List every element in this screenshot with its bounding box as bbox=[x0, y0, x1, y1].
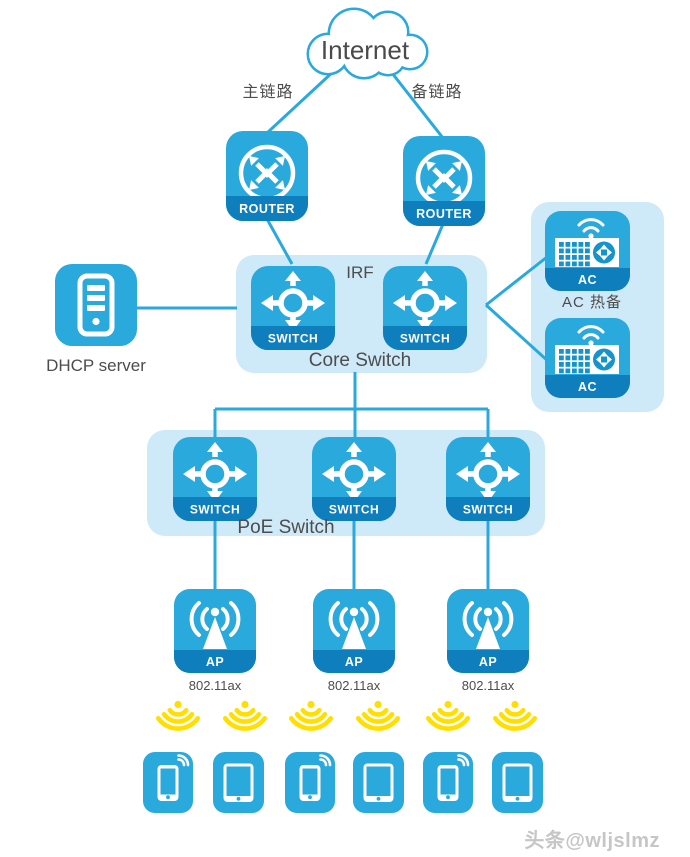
poe-switch-title: PoE Switch bbox=[237, 517, 335, 538]
ap-icon: AP bbox=[174, 589, 256, 673]
wifi-signal-icon bbox=[156, 700, 200, 734]
wifi-standard-label-1: 802.11ax bbox=[188, 678, 242, 693]
link-router1-coreswitch1 bbox=[265, 218, 294, 265]
ac-label: AC bbox=[578, 380, 597, 394]
ap-label: AP bbox=[206, 655, 224, 669]
ap-label: AP bbox=[479, 655, 497, 669]
client-phone-3 bbox=[423, 752, 473, 813]
cloud-icon: Internet bbox=[306, 7, 429, 80]
wifi-standard-label-2: 802.11ax bbox=[327, 678, 381, 693]
core-switch-title: Core Switch bbox=[308, 350, 412, 371]
ap-icon: AP bbox=[313, 589, 395, 673]
ac-icon: AC bbox=[545, 318, 630, 398]
link-router2-coreswitch2 bbox=[424, 223, 445, 265]
dhcp-server-label: DHCP server bbox=[46, 356, 146, 375]
access-point-1: AP bbox=[174, 589, 256, 673]
backup-link-label: 备链路 bbox=[411, 84, 463, 101]
switch-icon: SWITCH bbox=[173, 437, 257, 521]
client-phone-2 bbox=[285, 752, 335, 813]
ac-label: AC bbox=[578, 273, 597, 287]
tablet-icon bbox=[213, 752, 264, 813]
switch-label: SWITCH bbox=[329, 503, 379, 517]
access-point-3: AP bbox=[447, 589, 529, 673]
switch-icon: SWITCH bbox=[383, 266, 467, 350]
tablet-icon bbox=[492, 752, 543, 813]
wifi-signal-icon bbox=[493, 700, 537, 734]
core-switch-2: SWITCH bbox=[383, 266, 467, 350]
switch-label: SWITCH bbox=[463, 503, 513, 517]
switch-label: SWITCH bbox=[190, 503, 240, 517]
internet-label: Internet bbox=[321, 35, 410, 65]
wifi-signal-icon bbox=[426, 700, 470, 734]
link-internet-router-primary bbox=[265, 68, 337, 135]
link-core-ac2 bbox=[484, 303, 551, 364]
dhcp-server bbox=[55, 264, 137, 346]
link-internet-router-backup bbox=[390, 72, 445, 139]
wifi-signal-icon bbox=[289, 700, 333, 734]
ac-controller-1: AC bbox=[545, 211, 630, 291]
router-label: ROUTER bbox=[239, 202, 295, 216]
access-point-2: AP bbox=[313, 589, 395, 673]
core-switch-1: SWITCH bbox=[251, 266, 335, 350]
ac-controller-2: AC bbox=[545, 318, 630, 398]
internet-cloud: Internet bbox=[292, 2, 438, 86]
client-tablet-1 bbox=[213, 752, 264, 813]
client-tablet-2 bbox=[353, 752, 404, 813]
router-primary: ROUTER bbox=[226, 131, 308, 221]
client-phone-1 bbox=[143, 752, 193, 813]
switch-label: SWITCH bbox=[268, 332, 318, 346]
poe-switch-3: SWITCH bbox=[446, 437, 530, 521]
poe-switch-2: SWITCH bbox=[312, 437, 396, 521]
ap-icon: AP bbox=[447, 589, 529, 673]
smartphone-icon bbox=[285, 752, 335, 813]
switch-icon: SWITCH bbox=[312, 437, 396, 521]
router-backup: ROUTER bbox=[403, 136, 485, 226]
router-icon: ROUTER bbox=[226, 131, 308, 221]
irf-label: IRF bbox=[346, 263, 374, 282]
watermark: 头条@wljslmz bbox=[524, 830, 660, 852]
client-tablet-3 bbox=[492, 752, 543, 813]
wifi-signal-icon bbox=[356, 700, 400, 734]
switch-icon: SWITCH bbox=[251, 266, 335, 350]
switch-icon: SWITCH bbox=[446, 437, 530, 521]
router-label: ROUTER bbox=[416, 207, 472, 221]
wifi-standard-label-3: 802.11ax bbox=[461, 678, 515, 693]
ap-label: AP bbox=[345, 655, 363, 669]
server-icon bbox=[55, 264, 137, 346]
ac-icon: AC bbox=[545, 211, 630, 291]
ac-hot-standby-label: AC 热备 bbox=[561, 294, 622, 311]
poe-switch-1: SWITCH bbox=[173, 437, 257, 521]
link-core-ac1 bbox=[485, 255, 548, 307]
smartphone-icon bbox=[143, 752, 193, 813]
router-icon: ROUTER bbox=[403, 136, 485, 226]
wifi-signal-icon bbox=[223, 700, 267, 734]
tablet-icon bbox=[353, 752, 404, 813]
switch-label: SWITCH bbox=[400, 332, 450, 346]
primary-link-label: 主链路 bbox=[242, 84, 294, 101]
smartphone-icon bbox=[423, 752, 473, 813]
